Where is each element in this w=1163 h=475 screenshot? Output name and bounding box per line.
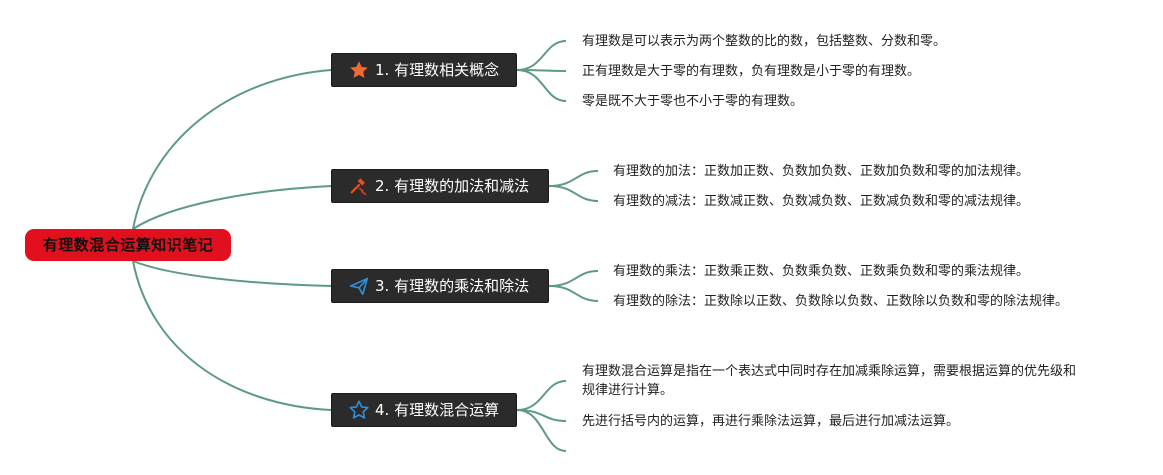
link-branch-1-leaf-1 [516,40,567,71]
link-branch-4-leaf-3 [516,409,567,452]
root-label: 有理数混合运算知识笔记 [42,236,214,254]
link-branch-1-leaf-3 [516,69,567,102]
link-root-branch-2 [132,185,332,230]
link-branch-3-leaf-1 [548,270,599,287]
branch-label-2: 2. 有理数的加法和减法 [375,177,530,195]
hammer-icon [348,175,370,197]
branch-label-3: 3. 有理数的乘法和除法 [375,277,530,295]
branch-node-4[interactable]: 4. 有理数混合运算 [331,393,517,427]
paper-plane-icon [348,275,370,297]
link-branch-2-leaf-1 [548,170,599,187]
branch-node-2[interactable]: 2. 有理数的加法和减法 [331,169,549,203]
link-branch-4-leaf-1 [516,380,567,411]
link-root-branch-4 [132,260,332,411]
branch-label-4: 4. 有理数混合运算 [375,401,500,419]
star-outline-icon [348,399,370,421]
leaf-1-3: 零是既不大于零也不小于零的有理数。 [582,94,804,109]
leaf-1-1: 有理数是可以表示为两个整数的比的数，包括整数、分数和零。 [582,34,947,49]
leaf-4-1: 有理数混合运算是指在一个表达式中同时存在加减乘除运算，需要根据运算的优先级和规律… [582,364,1077,398]
leaf-1-2: 正有理数是大于零的有理数，负有理数是小于零的有理数。 [582,64,921,79]
leaf-3-1: 有理数的乘法：正数乘正数、负数乘负数、正数乘负数和零的乘法规律。 [613,264,1030,279]
link-root-branch-3 [132,260,332,287]
leaf-2-1: 有理数的加法：正数加正数、负数加负数、正数加负数和零的加法规律。 [613,164,1030,179]
link-branch-3-leaf-2 [548,285,599,302]
leaf-3-2: 有理数的除法：正数除以正数、负数除以负数、正数除以负数和零的除法规律。 [613,294,1069,309]
leaf-4-2: 先进行括号内的运算，再进行乘除法运算，最后进行加减法运算。 [582,414,960,429]
star-filled-icon [348,59,370,81]
branch-node-1[interactable]: 1. 有理数相关概念 [331,53,517,87]
branch-node-3[interactable]: 3. 有理数的乘法和除法 [331,269,549,303]
branch-label-1: 1. 有理数相关概念 [375,61,500,79]
link-root-branch-1 [132,69,332,230]
root-node[interactable]: 有理数混合运算知识笔记 [25,229,231,261]
link-branch-2-leaf-2 [548,185,599,202]
leaf-2-2: 有理数的减法：正数减正数、负数减负数、正数减负数和零的减法规律。 [613,194,1030,209]
